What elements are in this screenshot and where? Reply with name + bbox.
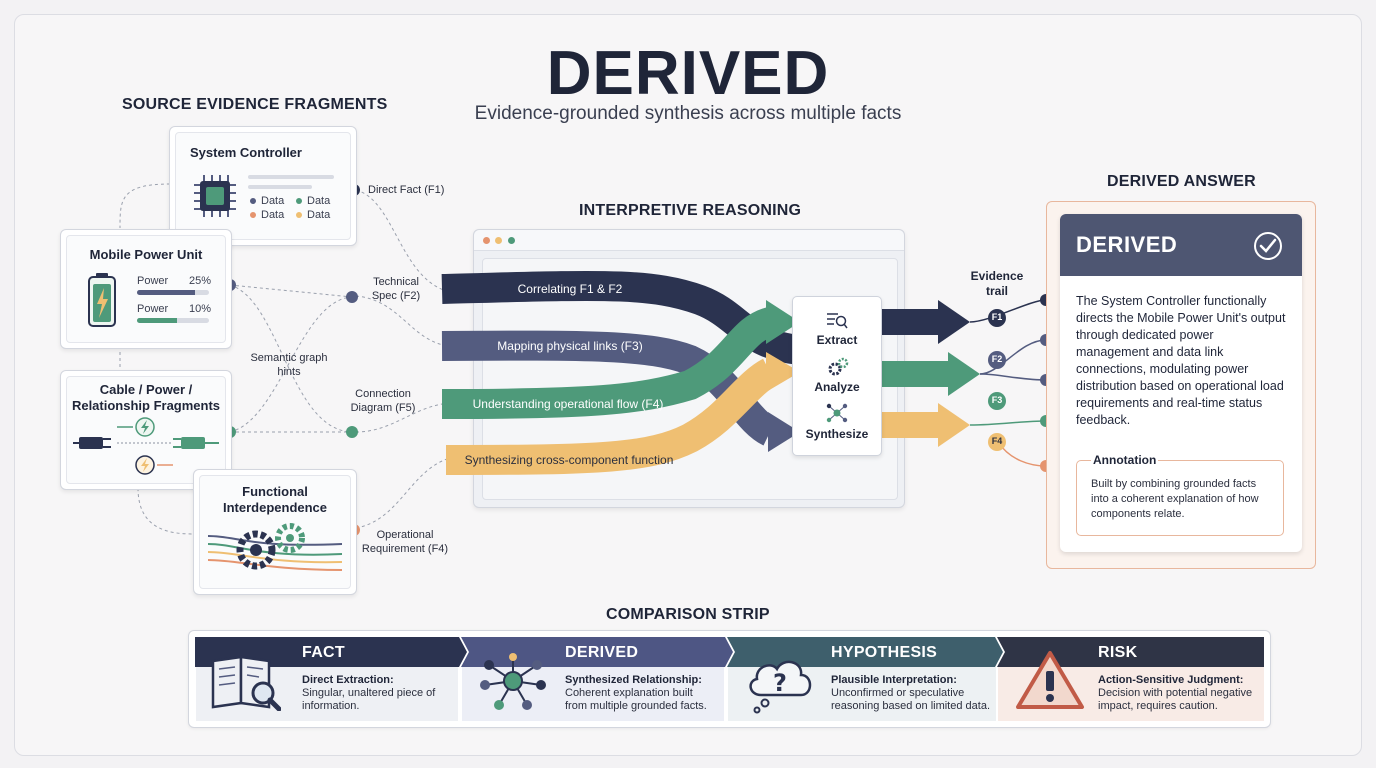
comparison-derived-text: Coherent explanation built from multiple… <box>565 687 707 712</box>
page-title: DERIVED <box>546 39 830 108</box>
stream-understanding <box>441 307 776 419</box>
heading-interpretive-reasoning: INTERPRETIVE REASONING <box>579 202 802 219</box>
power-bar-1 <box>137 290 209 295</box>
annotation-box: Annotation Built by combining grounded f… <box>1076 453 1284 536</box>
heading-comparison-strip: COMPARISON STRIP <box>606 606 770 623</box>
trail-label-f1: F1 <box>991 312 1003 322</box>
legend-data-4: Data <box>307 209 331 221</box>
link-f2-stream <box>355 295 449 347</box>
link-cable-f2 <box>229 296 353 433</box>
card-title: Functional Interdependence <box>222 484 328 515</box>
comparison-derived-sub: Synthesized Relationship: <box>565 674 702 686</box>
book-icon <box>211 655 281 711</box>
comparison-risk-sub: Action-Sensitive Judgment: <box>1098 674 1244 686</box>
window-minimize-icon <box>495 237 502 244</box>
link-f4-stream <box>355 457 451 529</box>
network-icon <box>480 653 546 710</box>
legend-data-2: Data <box>307 195 331 207</box>
card-system-controller: System Controller Data Data Data Data <box>169 126 357 246</box>
trail-label-f4: F4 <box>991 436 1003 446</box>
legend-data-1: Data <box>261 195 285 207</box>
card-title: Mobile Power Unit <box>89 247 203 262</box>
label-semantic-graph-hints: Semantic graph hints <box>250 352 328 378</box>
label-evidence-trail: Evidence trail <box>970 269 1024 298</box>
stream-label-3: Understanding operational flow (F4) <box>472 397 664 411</box>
power-label-2: Power <box>137 303 169 315</box>
power-label-1: Power <box>137 275 169 287</box>
heading-derived-answer: DERIVED ANSWER <box>1107 173 1256 190</box>
comparison-fact-title: FACT <box>302 644 345 661</box>
stream-label-4: Synthesizing cross-component function <box>464 453 674 467</box>
extract-icon <box>827 313 848 329</box>
synthesize-network-icon <box>826 403 848 423</box>
label-operational-requirement-f4: Operational Requirement (F4) <box>361 529 449 555</box>
svg-text:?: ? <box>773 669 787 697</box>
link-mpu-f5 <box>229 284 353 433</box>
annotation-text: Built by combining grounded facts into a… <box>1091 478 1259 520</box>
gears-icon <box>208 523 342 571</box>
answer-title: DERIVED <box>1076 232 1178 257</box>
comparison-hypothesis-title: HYPOTHESIS <box>831 644 938 661</box>
trail-node-f2 <box>988 351 1006 369</box>
comparison-derived-title: DERIVED <box>565 644 639 661</box>
trail-node-f4 <box>988 433 1006 451</box>
legend-data-3: Data <box>261 209 285 221</box>
card-mobile-power-unit: Mobile Power Unit Power 25% Power 10% <box>60 229 232 349</box>
answer-text: The System Controller functionally direc… <box>1076 294 1286 427</box>
comparison-fact-sub: Direct Extraction: <box>302 674 394 686</box>
link-f1-stream <box>355 189 451 293</box>
stream-label-2: Mapping physical links (F3) <box>497 339 643 353</box>
card-cable-power-relationship: Cable / Power / Relationship Fragments <box>60 370 232 490</box>
node-f2 <box>346 291 358 303</box>
window-maximize-icon <box>508 237 515 244</box>
process-extract: Extract <box>816 333 858 347</box>
stream-synthesizing <box>445 358 778 475</box>
window-close-icon <box>483 237 490 244</box>
chip-icon <box>194 175 236 217</box>
derived-answer-card: DERIVED The System Controller functional… <box>1060 214 1302 552</box>
trail-label-f2: F2 <box>991 354 1003 364</box>
annotation-title: Annotation <box>1091 453 1159 467</box>
process-synthesize: Synthesize <box>805 427 869 441</box>
power-value-1: 25% <box>189 275 212 287</box>
trail-node-f1 <box>988 309 1006 327</box>
trail-node-f3 <box>988 392 1006 410</box>
heading-source-evidence: SOURCE EVIDENCE FRAGMENTS <box>122 96 388 113</box>
card-title: Cable / Power / Relationship Fragments <box>71 382 221 413</box>
node-f5 <box>346 426 358 438</box>
label-technical-spec-f2: Technical Spec (F2) <box>371 276 421 302</box>
stream-label-1: Correlating F1 & F2 <box>517 282 623 296</box>
analyze-gears-icon <box>828 357 849 376</box>
label-connection-diagram-f5: Connection Diagram (F5) <box>350 388 416 414</box>
comparison-risk-title: RISK <box>1098 644 1138 661</box>
comparison-risk-text: Decision with potential negative impact,… <box>1098 687 1253 712</box>
comparison-strip: FACT Direct Extraction: Singular, unalte… <box>188 630 1271 728</box>
comparison-hypothesis-sub: Plausible Interpretation: <box>831 674 957 686</box>
question-cloud-icon: ? <box>749 660 812 714</box>
power-bar-2 <box>137 318 209 323</box>
link-mpu-f2 <box>229 284 353 298</box>
battery-icon <box>88 273 116 327</box>
page-subtitle: Evidence-grounded synthesis across multi… <box>474 103 902 124</box>
comparison-hypothesis-text: Unconfirmed or speculative reasoning bas… <box>831 687 990 712</box>
process-panel: Extract Analyze Synthesize <box>792 296 882 456</box>
strip-header-bar <box>195 637 1264 667</box>
link-sc-mpu <box>119 183 171 229</box>
power-value-2: 10% <box>189 303 212 315</box>
warning-icon <box>1016 651 1084 709</box>
comparison-fact-text: Singular, unaltered piece of information… <box>302 687 436 712</box>
card-functional-interdependence: Functional Interdependence <box>193 469 357 595</box>
answer-header: DERIVED <box>1060 214 1302 276</box>
trail-label-f3: F3 <box>991 395 1003 405</box>
plug-connection-icon <box>73 417 219 475</box>
process-analyze: Analyze <box>814 380 860 394</box>
check-circle-icon <box>1254 232 1282 260</box>
card-title: System Controller <box>190 145 302 160</box>
label-direct-fact-f1: Direct Fact (F1) <box>368 184 445 196</box>
